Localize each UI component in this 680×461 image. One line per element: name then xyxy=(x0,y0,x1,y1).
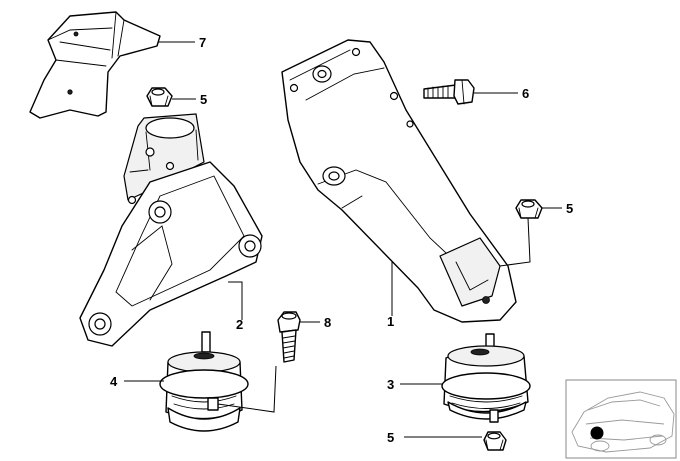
callout-1: 1 xyxy=(387,314,394,329)
leader-8-link xyxy=(217,365,277,413)
engine-mount-left[interactable] xyxy=(159,331,249,432)
stud-bolt[interactable] xyxy=(277,311,301,363)
callout-7: 7 xyxy=(199,35,206,50)
callout-5-right: 5 xyxy=(566,201,573,216)
hex-nut-upper-left[interactable] xyxy=(146,87,173,107)
vehicle-location-thumbnail xyxy=(565,379,677,459)
hex-bolt[interactable] xyxy=(423,79,475,105)
hex-nut-right[interactable] xyxy=(515,199,543,219)
callout-8: 8 xyxy=(324,315,331,330)
location-marker-icon xyxy=(590,426,604,440)
engine-mount-right[interactable] xyxy=(441,333,531,423)
callout-4: 4 xyxy=(110,374,118,389)
engine-support-bracket-right[interactable] xyxy=(281,39,517,323)
callout-2: 2 xyxy=(236,317,243,332)
callout-6: 6 xyxy=(522,86,529,101)
callout-5-upper: 5 xyxy=(200,92,207,107)
callout-5-lower: 5 xyxy=(387,430,394,445)
heat-shield-bracket[interactable] xyxy=(29,11,161,119)
leader-5-right-link xyxy=(499,217,531,267)
leader-2 xyxy=(228,281,243,320)
engine-support-bracket-left[interactable] xyxy=(79,113,263,347)
callout-3: 3 xyxy=(387,377,394,392)
hex-nut-lower[interactable] xyxy=(483,431,507,451)
